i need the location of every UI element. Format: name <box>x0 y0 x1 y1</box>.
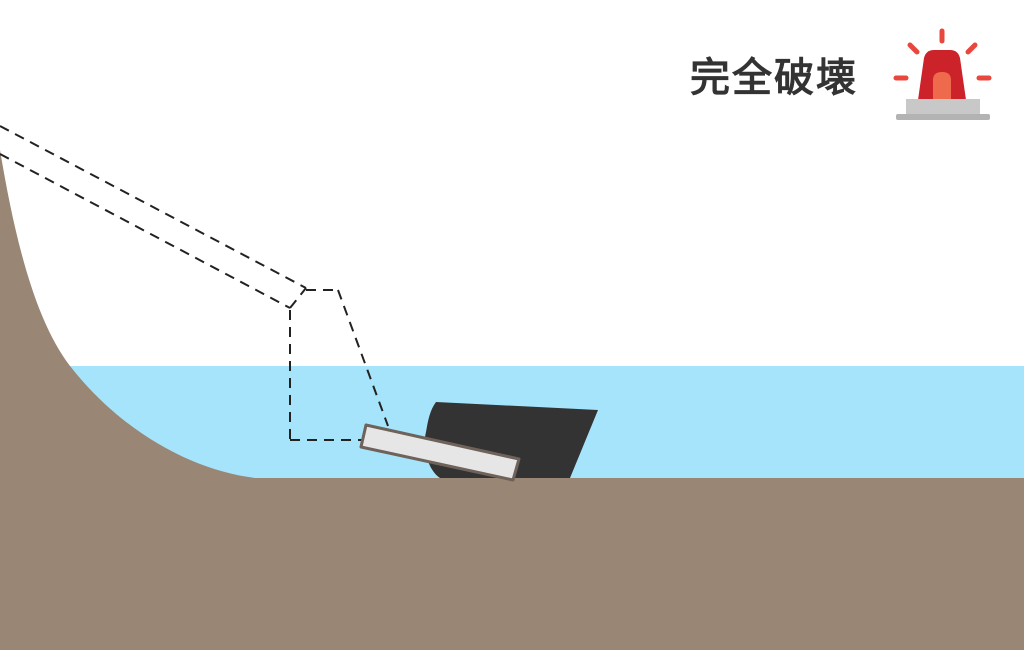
alarm-base <box>906 99 980 115</box>
alarm-ray-right-upper <box>965 42 978 55</box>
status-label: 完全破壊 <box>690 55 858 101</box>
dashed-line-diagonal <box>337 289 389 427</box>
alarm-lamp <box>933 72 951 100</box>
dashed-line-lower <box>0 153 291 309</box>
original-position-outline <box>0 125 389 441</box>
alarm-light-icon <box>893 28 992 120</box>
dashed-line-corner <box>289 287 307 309</box>
ground-slope <box>0 150 1024 650</box>
dashed-line-upper <box>0 125 307 289</box>
alarm-base-plate <box>896 114 990 120</box>
tilted-slab <box>359 423 521 482</box>
alarm-ray-left-upper <box>907 42 920 55</box>
